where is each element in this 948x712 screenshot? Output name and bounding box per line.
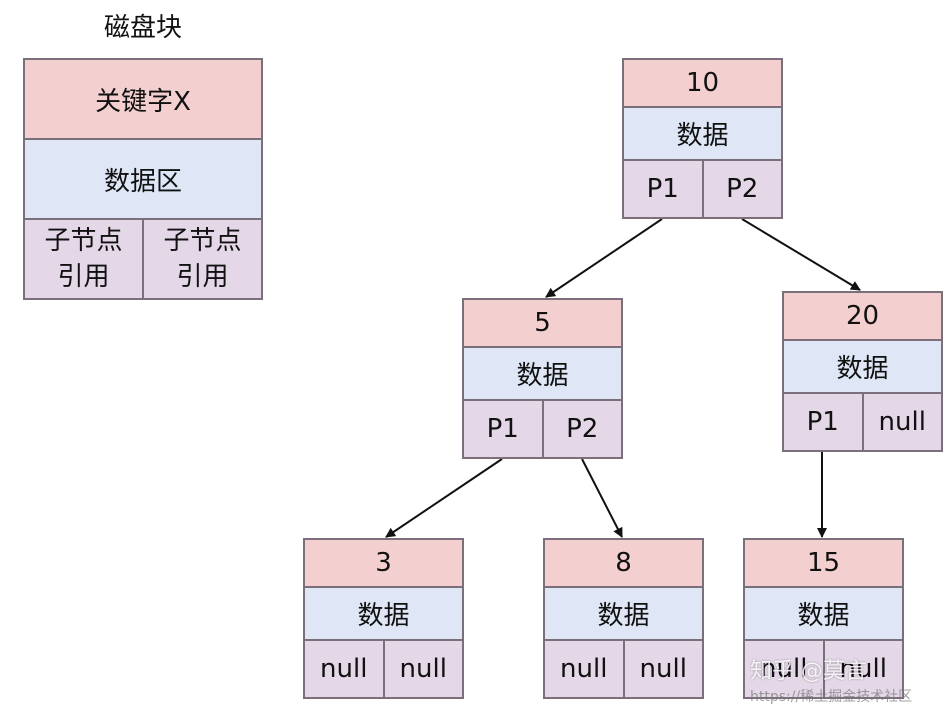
node-right-pointer: null bbox=[861, 394, 942, 450]
legend-right-pointer: 子节点 引用 bbox=[142, 220, 261, 298]
node-left-pointer: P1 bbox=[486, 414, 519, 444]
tree-node-15: 15 数据 null null bbox=[743, 538, 904, 699]
watermark-zhihu: 知乎 @莫言 bbox=[750, 659, 867, 684]
edge-5-to-3 bbox=[385, 458, 503, 538]
node-data: 数据 bbox=[464, 348, 621, 401]
node-pointers: null null bbox=[545, 641, 702, 697]
node-data: 数据 bbox=[784, 341, 941, 394]
node-data: 数据 bbox=[745, 588, 902, 641]
node-key: 15 bbox=[745, 540, 902, 588]
legend-title: 磁盘块 bbox=[103, 13, 182, 43]
node-data: 数据 bbox=[545, 588, 702, 641]
tree-node-20: 20 数据 P1 null bbox=[782, 291, 943, 452]
node-pointers: P1 P2 bbox=[464, 401, 621, 457]
node-right-pointer: null bbox=[382, 641, 463, 697]
node-right-pointer: P2 bbox=[541, 401, 622, 457]
node-right-pointer: P2 bbox=[701, 161, 782, 217]
node-left-pointer: null bbox=[560, 654, 608, 684]
legend-disk-block: 关键字X 数据区 子节点 引用 子节点 引用 bbox=[23, 58, 263, 300]
node-pointers: null null bbox=[305, 641, 462, 697]
node-key: 3 bbox=[305, 540, 462, 588]
node-left-pointer: null bbox=[320, 654, 368, 684]
node-pointers: P1 P2 bbox=[624, 161, 781, 217]
node-key: 5 bbox=[464, 300, 621, 348]
node-key: 10 bbox=[624, 60, 781, 108]
legend-left-pointer: 子节点 引用 bbox=[44, 226, 123, 292]
node-key: 20 bbox=[784, 293, 941, 341]
node-pointers: null null bbox=[745, 641, 902, 697]
watermark-juejin: https://稀土掘金技术社区 bbox=[750, 689, 913, 705]
tree-node-10: 10 数据 P1 P2 bbox=[622, 58, 783, 219]
tree-node-3: 3 数据 null null bbox=[303, 538, 464, 699]
legend-pointer-row: 子节点 引用 子节点 引用 bbox=[25, 220, 261, 298]
node-data: 数据 bbox=[624, 108, 781, 161]
node-left-pointer: null bbox=[760, 654, 808, 684]
tree-node-5: 5 数据 P1 P2 bbox=[462, 298, 623, 459]
node-pointers: P1 null bbox=[784, 394, 941, 450]
legend-data-field: 数据区 bbox=[25, 140, 261, 220]
node-left-pointer: P1 bbox=[806, 407, 839, 437]
node-key: 8 bbox=[545, 540, 702, 588]
node-data: 数据 bbox=[305, 588, 462, 641]
node-right-pointer: null bbox=[622, 641, 703, 697]
node-left-pointer: P1 bbox=[646, 174, 679, 204]
tree-node-8: 8 数据 null null bbox=[543, 538, 704, 699]
edge-5-to-8 bbox=[581, 458, 623, 538]
edge-10-to-20 bbox=[741, 218, 861, 291]
node-right-pointer: null bbox=[822, 641, 903, 697]
legend-key-field: 关键字X bbox=[25, 60, 261, 140]
edge-10-to-5 bbox=[545, 218, 663, 298]
